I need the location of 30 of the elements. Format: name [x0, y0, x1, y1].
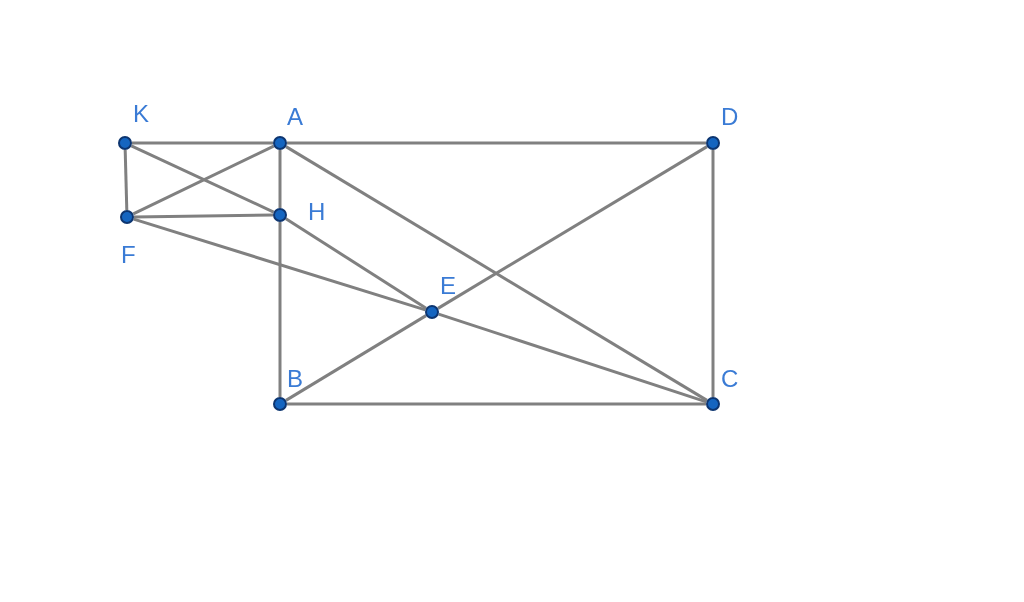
point-label: B — [287, 367, 303, 391]
line-segment — [285, 217, 427, 310]
line-segment — [278, 150, 282, 208]
line-segment — [133, 217, 426, 312]
point-label: F — [121, 243, 136, 267]
point-label: C — [721, 367, 739, 391]
point-marker — [706, 136, 720, 150]
line-segment — [287, 141, 706, 145]
line-segment — [287, 402, 706, 406]
point-marker — [273, 208, 287, 222]
point-marker — [118, 136, 132, 150]
point-marker — [273, 136, 287, 150]
line-segment — [438, 312, 707, 404]
line-segment — [285, 314, 427, 402]
point-marker — [120, 210, 134, 224]
point-label: K — [133, 102, 149, 126]
line-segment — [123, 149, 129, 211]
point-label: E — [440, 274, 456, 298]
point-label: H — [308, 200, 326, 224]
line-segment — [132, 141, 273, 145]
line-segment — [133, 213, 274, 219]
line-segment — [278, 222, 282, 397]
line-segment — [285, 145, 708, 402]
line-segment — [711, 150, 715, 397]
point-label: A — [287, 105, 303, 129]
point-marker — [425, 305, 439, 319]
point-label: D — [721, 105, 739, 129]
line-segment — [437, 145, 708, 310]
point-marker — [706, 397, 720, 411]
point-marker — [273, 397, 287, 411]
